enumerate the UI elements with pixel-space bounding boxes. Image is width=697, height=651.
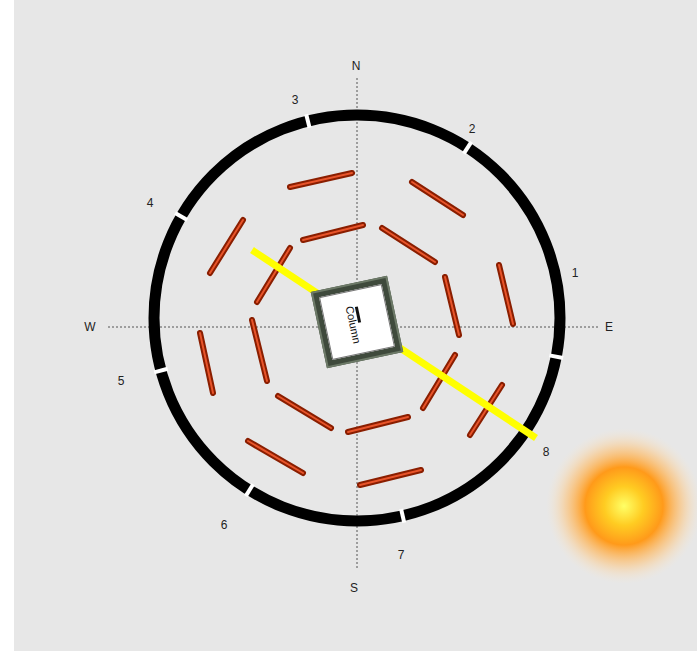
callout-number: 7: [398, 549, 405, 561]
sun-ray: [252, 250, 536, 438]
compass-label: E: [605, 321, 613, 333]
callout-number: 6: [221, 519, 228, 531]
ring-gap: [154, 369, 168, 373]
mirror-bar: [200, 333, 213, 393]
compass-label: W: [84, 321, 95, 333]
mirror-bar: [290, 173, 352, 187]
mirror-bar: [382, 228, 435, 262]
mirror-bars: [200, 173, 513, 485]
mirror-bar: [445, 277, 459, 335]
mirror-bar: [499, 265, 513, 324]
mirror-bar: [278, 396, 331, 428]
callout-number: 1: [572, 267, 579, 279]
callout-number: 8: [543, 446, 550, 458]
ring-gap: [464, 142, 472, 154]
mirror-bar: [252, 320, 267, 381]
ring-gaps: [154, 114, 563, 522]
outer-ring: [154, 115, 560, 521]
callout-number: 3: [292, 94, 299, 106]
ring-gap: [401, 509, 404, 523]
compass-label: N: [352, 60, 361, 72]
ring-gap: [246, 484, 253, 496]
mirror-bar: [412, 182, 463, 215]
sun: [546, 428, 697, 584]
mirror-bar: [210, 220, 243, 273]
mirror-bar: [303, 225, 363, 240]
column-box: Column: [311, 276, 404, 369]
callout-number: 5: [118, 375, 125, 387]
compass-label: S: [350, 582, 358, 594]
callout-number: 2: [469, 123, 476, 135]
mirror-bar: [348, 417, 408, 432]
ring-gap: [549, 355, 563, 358]
mirror-bar: [360, 470, 421, 485]
mirror-bar: [248, 441, 303, 473]
ring-gap: [306, 114, 309, 128]
callout-number: 4: [147, 197, 154, 209]
ring-gap: [175, 213, 187, 220]
